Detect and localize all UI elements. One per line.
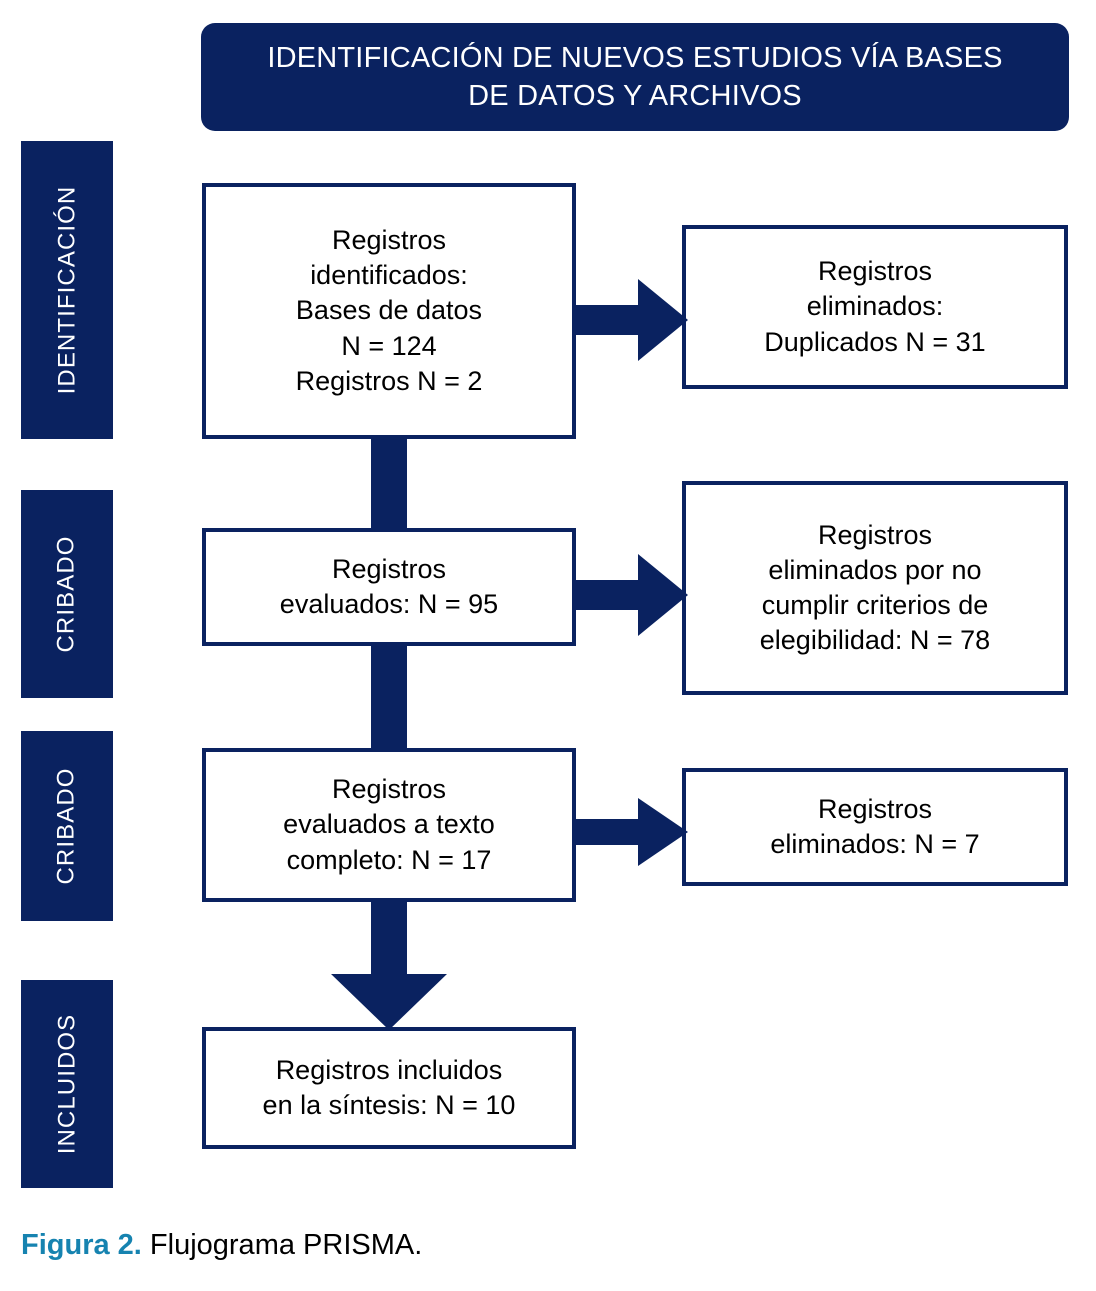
flow-box-records-screened-text: Registros evaluados: N = 95 bbox=[279, 553, 499, 619]
stage-bar-identificacion: IDENTIFICACIÓN bbox=[21, 141, 113, 439]
connector-screened-to-fulltext bbox=[371, 646, 407, 749]
figure-caption: Figura 2. Flujograma PRISMA. bbox=[21, 1228, 422, 1263]
flow-box-records-identified-text: Registros identificados: Bases de datos … bbox=[295, 225, 483, 396]
flow-box-fulltext-excluded: Registros eliminados: N = 7 bbox=[682, 768, 1068, 886]
flow-box-fulltext-excluded-text: Registros eliminados: N = 7 bbox=[770, 793, 980, 859]
arrow-right-icon-to-excluded-criteria bbox=[576, 552, 688, 638]
stage-bar-cribado-2: CRIBADO bbox=[21, 731, 113, 921]
connector-identified-to-screened bbox=[371, 439, 407, 529]
flow-box-records-included: Registros incluidos en la síntesis: N = … bbox=[202, 1027, 576, 1149]
arrow-right-icon-to-fulltext-excluded bbox=[576, 797, 688, 867]
stage-bar-incluidos: INCLUIDOS bbox=[21, 980, 113, 1188]
stage-label-identificacion: IDENTIFICACIÓN bbox=[53, 185, 80, 395]
stage-label-incluidos: INCLUIDOS bbox=[53, 1013, 80, 1155]
stage-label-cribado-1: CRIBADO bbox=[53, 535, 80, 653]
figure-caption-label: Figura 2. bbox=[21, 1229, 142, 1261]
figure-caption-text: Flujograma PRISMA. bbox=[141, 1229, 423, 1261]
stage-bar-cribado-1: CRIBADO bbox=[21, 490, 113, 698]
flow-box-records-screened: Registros evaluados: N = 95 bbox=[202, 528, 576, 646]
header-banner: IDENTIFICACIÓN DE NUEVOS ESTUDIOS VÍA BA… bbox=[201, 23, 1069, 131]
header-title: IDENTIFICACIÓN DE NUEVOS ESTUDIOS VÍA BA… bbox=[267, 41, 1003, 112]
flow-box-fulltext-assessed: Registros evaluados a texto completo: N … bbox=[202, 748, 576, 902]
flow-box-fulltext-assessed-text: Registros evaluados a texto completo: N … bbox=[283, 774, 495, 875]
stage-label-cribado-2: CRIBADO bbox=[53, 767, 80, 885]
flow-box-duplicates-removed: Registros eliminados: Duplicados N = 31 bbox=[682, 225, 1068, 389]
arrow-right-icon-to-duplicates bbox=[576, 277, 688, 363]
flow-box-duplicates-removed-text: Registros eliminados: Duplicados N = 31 bbox=[764, 256, 986, 357]
flow-box-records-included-text: Registros incluidos en la síntesis: N = … bbox=[262, 1054, 516, 1120]
flow-box-records-identified: Registros identificados: Bases de datos … bbox=[202, 183, 576, 439]
arrow-down-icon-to-included bbox=[329, 902, 449, 1030]
flow-box-excluded-criteria: Registros eliminados por no cumplir crit… bbox=[682, 481, 1068, 695]
flow-box-excluded-criteria-text: Registros eliminados por no cumplir crit… bbox=[759, 519, 991, 656]
